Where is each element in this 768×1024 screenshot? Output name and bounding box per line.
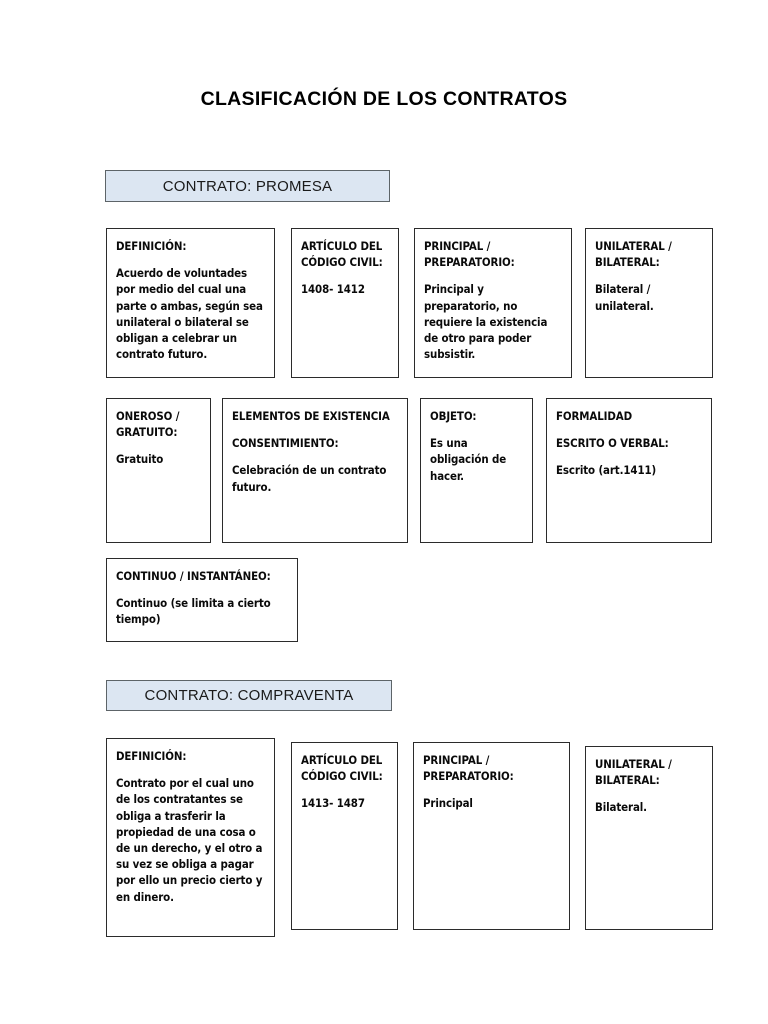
box-body: 1413- 1487: [301, 796, 365, 811]
box-body: Acuerdo de voluntades por medio del cual…: [116, 266, 263, 362]
section-banner-compraventa-label: CONTRATO: COMPRAVENTA: [144, 687, 354, 704]
box-promesa-articulo: ARTÍCULO DEL CÓDIGO CIVIL: 1408- 1412: [291, 228, 399, 378]
section-banner-promesa-label: CONTRATO: PROMESA: [162, 177, 333, 195]
box-body: Bilateral.: [595, 800, 647, 815]
box-heading: UNILATERAL / BILATERAL:: [595, 757, 672, 788]
box-body: Gratuito: [116, 452, 164, 467]
box-body: Continuo (se limita a cierto tiempo): [116, 596, 271, 627]
box-body: 1408- 1412: [301, 282, 365, 297]
box-heading: ARTÍCULO DEL CÓDIGO CIVIL:: [301, 239, 383, 270]
box-heading: CONTINUO / INSTANTÁNEO:: [116, 569, 271, 583]
section-banner-promesa: CONTRATO: PROMESA: [105, 170, 390, 202]
box-heading: UNILATERAL / BILATERAL:: [595, 239, 672, 270]
box-compraventa-unilateral: UNILATERAL / BILATERAL: Bilateral.: [585, 746, 713, 930]
box-heading: PRINCIPAL / PREPARATORIO:: [424, 239, 515, 270]
box-body: Principal y preparatorio, no requiere la…: [424, 282, 548, 362]
box-heading: FORMALIDAD: [556, 409, 633, 423]
box-subheading: ESCRITO O VERBAL:: [556, 436, 669, 451]
box-compraventa-principal: PRINCIPAL / PREPARATORIO: Principal: [413, 742, 570, 930]
box-promesa-continuo: CONTINUO / INSTANTÁNEO: Continuo (se lim…: [106, 558, 298, 642]
box-body: Es una obligación de hacer.: [430, 436, 507, 483]
box-heading: OBJETO:: [430, 409, 477, 423]
page-title: CLASIFICACIÓN DE LOS CONTRATOS: [200, 88, 568, 110]
box-heading: PRINCIPAL / PREPARATORIO:: [423, 753, 514, 784]
box-promesa-elementos: ELEMENTOS DE EXISTENCIA CONSENTIMIENTO: …: [222, 398, 408, 543]
box-body: Escrito (art.1411): [556, 463, 657, 478]
box-promesa-unilateral: UNILATERAL / BILATERAL: Bilateral / unil…: [585, 228, 713, 378]
box-compraventa-definicion: DEFINICIÓN: Contrato por el cual uno de …: [106, 738, 275, 937]
section-banner-compraventa: CONTRATO: COMPRAVENTA: [106, 680, 392, 711]
box-promesa-objeto: OBJETO: Es una obligación de hacer.: [420, 398, 533, 543]
box-heading: ARTÍCULO DEL CÓDIGO CIVIL:: [301, 753, 383, 784]
box-subheading: CONSENTIMIENTO:: [232, 436, 339, 451]
box-body: Contrato por el cual uno de los contrata…: [116, 776, 263, 904]
box-promesa-definicion: DEFINICIÓN: Acuerdo de voluntades por me…: [106, 228, 275, 378]
box-heading: ELEMENTOS DE EXISTENCIA: [232, 409, 390, 423]
box-compraventa-articulo: ARTÍCULO DEL CÓDIGO CIVIL: 1413- 1487: [291, 742, 398, 930]
box-body: Principal: [423, 796, 473, 811]
box-promesa-formalidad: FORMALIDAD ESCRITO O VERBAL: Escrito (ar…: [546, 398, 712, 543]
box-heading: DEFINICIÓN:: [116, 749, 187, 763]
box-body: Celebración de un contrato futuro.: [232, 463, 387, 494]
box-promesa-principal: PRINCIPAL / PREPARATORIO: Principal y pr…: [414, 228, 572, 378]
box-heading: ONEROSO / GRATUITO:: [116, 409, 180, 440]
box-heading: DEFINICIÓN:: [116, 239, 187, 253]
box-promesa-oneroso: ONEROSO / GRATUITO: Gratuito: [106, 398, 211, 543]
box-body: Bilateral / unilateral.: [595, 282, 654, 313]
